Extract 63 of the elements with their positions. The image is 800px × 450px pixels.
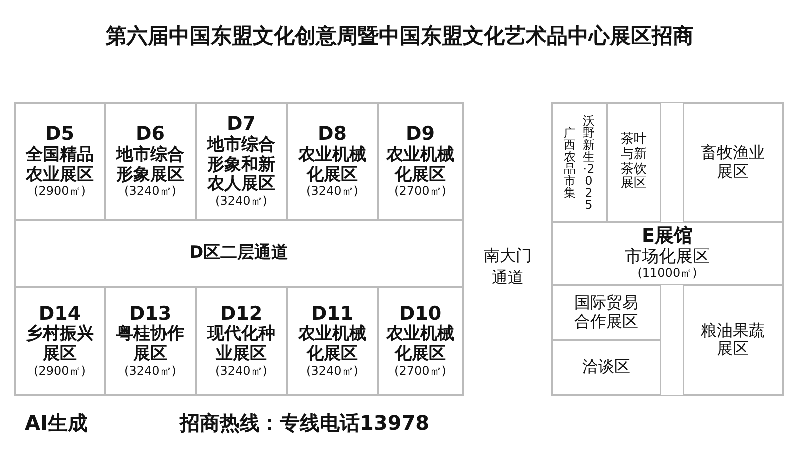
exhibit-zone [105, 287, 196, 395]
exhibit-zone [378, 103, 463, 220]
exhibit-zone [683, 103, 783, 222]
exhibit-zone [196, 287, 287, 395]
zone-name: 畜牧渔业展区 [700, 144, 766, 181]
zone-area: (3240㎡) [124, 185, 176, 199]
zone-code: D13 [129, 304, 172, 325]
zone-code: D9 [406, 124, 435, 146]
zone-name: 国际贸易合作展区 [574, 294, 640, 331]
zone-name: 粤桂协作展区 [116, 325, 186, 365]
zone-code: D10 [399, 304, 442, 325]
zone-code: D11 [311, 304, 354, 325]
corridor-label: D区二层通道 [188, 244, 290, 264]
hall-name: E展馆 [642, 226, 693, 248]
zone-area: (11000㎡) [638, 267, 698, 282]
exhibit-zone [552, 340, 661, 395]
zone-name: 沃野新生·2025 [582, 114, 596, 210]
exhibit-zone [105, 103, 196, 220]
zone-code: D12 [220, 304, 263, 325]
zone-name: 市场化展区 [625, 248, 710, 268]
zone-name: 地市综合形象展区 [115, 146, 186, 186]
zone-code: D5 [46, 124, 74, 146]
zone-code: D6 [136, 124, 165, 146]
zone-name: 农业机械化展区 [297, 325, 368, 365]
zone-name: 农业机械化展区 [297, 146, 368, 186]
zone-area: (3240㎡) [216, 364, 268, 378]
corridor-band [15, 220, 463, 287]
exhibit-zone [552, 103, 607, 222]
exhibit-zone [683, 285, 783, 395]
zone-area: (2700㎡) [394, 185, 446, 199]
passage-label: 南大门通道 [483, 245, 533, 290]
exhibit-zone [196, 103, 287, 220]
exhibit-zone [15, 103, 105, 220]
zone-name: 现代化种业展区 [206, 325, 276, 365]
exhibit-zone [552, 285, 661, 340]
zone-area: (3240㎡) [124, 364, 176, 378]
zone-area: (3240㎡) [306, 185, 358, 199]
zone-area: (2900㎡) [34, 364, 86, 378]
exhibit-zone [287, 287, 378, 395]
zone-name: 农业机械化展区 [385, 325, 456, 365]
zone-code: D8 [318, 124, 347, 146]
footer-text: AI生成 [25, 410, 89, 437]
zone-name: 乡村振兴展区 [25, 325, 95, 365]
zone-area: (3240㎡) [216, 194, 268, 209]
footer-text: 招商热线：专线电话13978 [180, 410, 431, 437]
zone-code: D14 [38, 304, 82, 325]
zone-area: (2700㎡) [394, 364, 446, 378]
zone-area: (3240㎡) [306, 364, 358, 378]
title: 第六届中国东盟文化创意周暨中国东盟文化艺术品中心展区招商 [105, 23, 695, 50]
zone-name: 全国精品农业展区 [24, 146, 95, 186]
zone-name: 地市综合形象和新农人展区 [206, 136, 276, 195]
zone-name: 粮油果蔬展区 [700, 322, 766, 358]
exhibit-zone [552, 222, 783, 285]
zone-name: 农业机械化展区 [385, 146, 456, 186]
exhibit-zone [378, 287, 463, 395]
zone-name: 广西农品市集 [563, 126, 577, 198]
zone-name: 洽谈区 [582, 358, 632, 377]
zone-name: 茶叶与新茶饮展区 [620, 132, 648, 192]
exhibit-zone [15, 287, 105, 395]
exhibit-zone [287, 103, 378, 220]
zone-area: (2900㎡) [34, 185, 86, 199]
zone-code: D7 [227, 114, 256, 136]
exhibit-zone [607, 103, 661, 222]
